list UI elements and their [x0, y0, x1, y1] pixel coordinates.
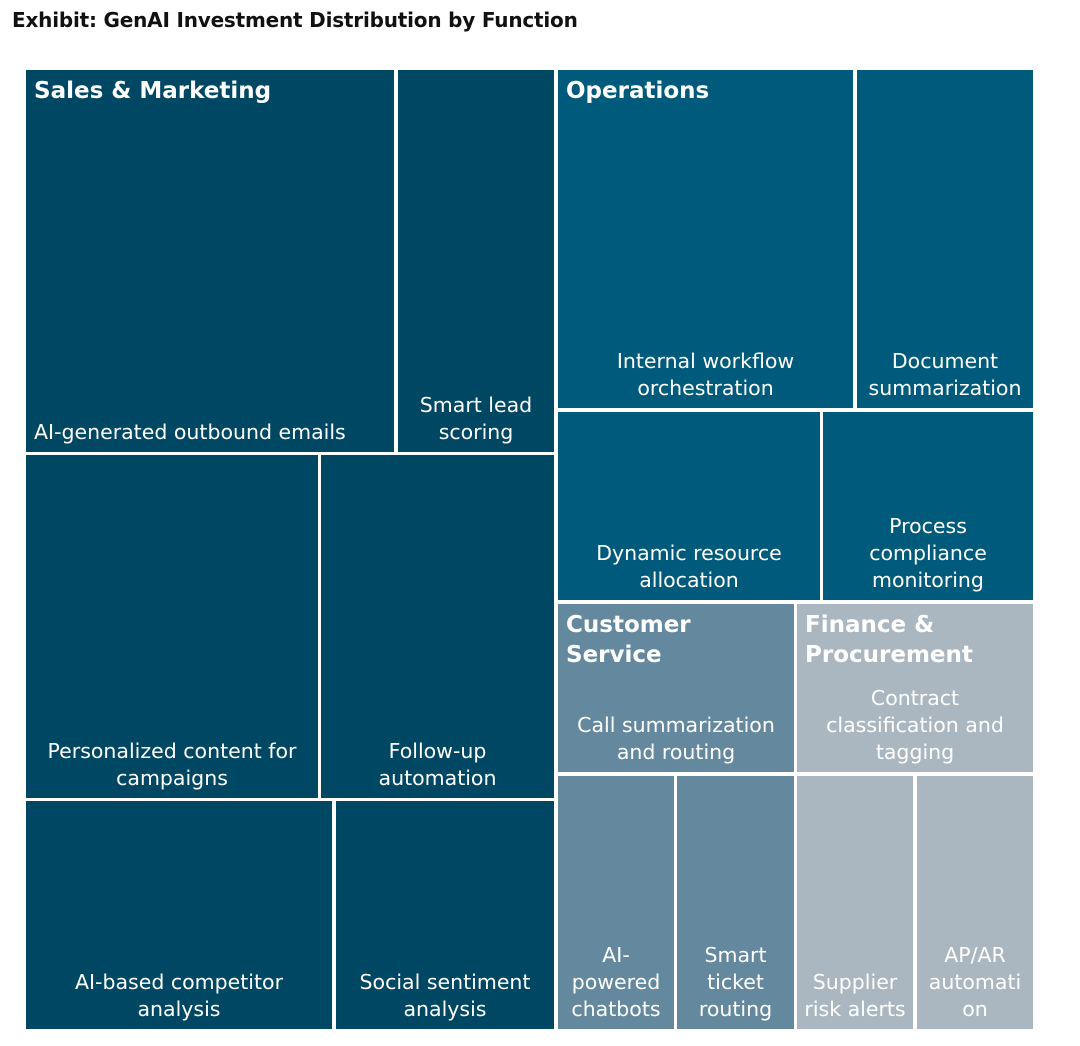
treemap-tile-ap-ar-automati-on: AP/AR automati on: [917, 776, 1033, 1029]
tile-label: Social sentiment analysis: [359, 970, 531, 1021]
tile-label: Supplier risk alerts: [804, 970, 906, 1021]
treemap-tile-ai-based-competitor-analysis: AI-based competitor analysis: [26, 801, 332, 1029]
treemap-tile-smart-lead-scoring: Smart lead scoring: [398, 70, 554, 452]
group-label-customer-service: Customer Service: [566, 612, 691, 668]
tile-label: Personalized content for campaigns: [47, 739, 297, 790]
tile-label: AP/AR automati on: [928, 943, 1022, 1021]
tile-label: Follow-up automation: [378, 739, 497, 790]
tile-label: AI-generated outbound emails: [34, 420, 346, 444]
chart-title: Exhibit: GenAI Investment Distribution b…: [12, 8, 578, 32]
tile-label: Dynamic resource allocation: [596, 541, 782, 592]
tile-label: Smart ticket routing: [698, 943, 773, 1021]
tile-label: Document summarization: [868, 349, 1022, 400]
treemap-tile-social-sentiment-analysis: Social sentiment analysis: [336, 801, 554, 1029]
tile-label: Smart lead scoring: [419, 393, 533, 444]
treemap-tile-ai-powered-chatbots: AI- powered chatbots: [558, 776, 674, 1029]
treemap-tile-dynamic-resource-allocation: Dynamic resource allocation: [558, 412, 820, 600]
group-label-operations: Operations: [566, 78, 710, 104]
treemap-tile-supplier-risk-alerts: Supplier risk alerts: [797, 776, 913, 1029]
tile-label: Internal workflow orchestration: [616, 349, 795, 400]
treemap-tile-personalized-content-for-campaigns: Personalized content for campaigns: [26, 455, 318, 798]
treemap-tile-smart-ticket-routing: Smart ticket routing: [677, 776, 794, 1029]
treemap-tile-document-summarization: Document summarization: [857, 70, 1033, 408]
tile-label: Contract classification and tagging: [826, 686, 1004, 764]
tile-label: AI- powered chatbots: [571, 943, 661, 1021]
group-label-sales-marketing: Sales & Marketing: [34, 78, 272, 104]
tile-label: AI-based competitor analysis: [74, 970, 283, 1021]
group-label-finance-procurement: Finance & Procurement: [805, 612, 973, 668]
tile-label: Process compliance monitoring: [869, 514, 987, 592]
treemap-tile-follow-up-automation: Follow-up automation: [321, 455, 554, 798]
treemap-tile-process-compliance-monitoring: Process compliance monitoring: [823, 412, 1033, 600]
tile-label: Call summarization and routing: [577, 713, 775, 764]
